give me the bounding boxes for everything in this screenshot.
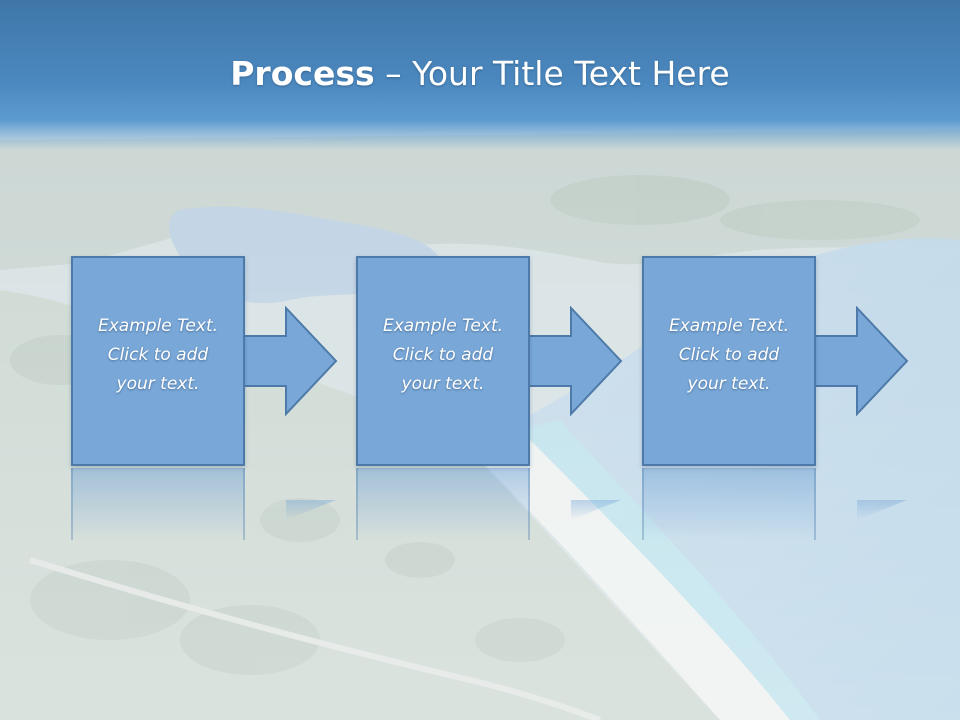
arrow-reflection xyxy=(857,500,907,520)
arrow-reflection xyxy=(286,500,336,520)
title-rest: – Your Title Text Here xyxy=(374,54,730,93)
step-2-reflection xyxy=(356,468,530,540)
arrow-reflection xyxy=(571,500,621,520)
step-3-reflection xyxy=(642,468,816,540)
step-2-text: Example Text. Click to add your text. xyxy=(382,316,504,394)
process-step-3[interactable]: Example Text. Click to add your text. xyxy=(642,256,816,466)
process-step-1[interactable]: Example Text. Click to add your text. xyxy=(71,256,245,466)
process-step-2[interactable]: Example Text. Click to add your text. xyxy=(356,256,530,466)
step-1-reflection xyxy=(71,468,245,540)
right-arrow-icon xyxy=(810,306,909,416)
step-1-text: Example Text. Click to add your text. xyxy=(97,316,219,394)
title-strong: Process xyxy=(230,54,375,93)
step-3-text: Example Text. Click to add your text. xyxy=(668,316,790,394)
slide-title[interactable]: Process – Your Title Text Here xyxy=(0,52,960,96)
right-arrow-icon xyxy=(239,306,338,416)
title-band xyxy=(0,0,960,150)
right-arrow-icon xyxy=(524,306,623,416)
